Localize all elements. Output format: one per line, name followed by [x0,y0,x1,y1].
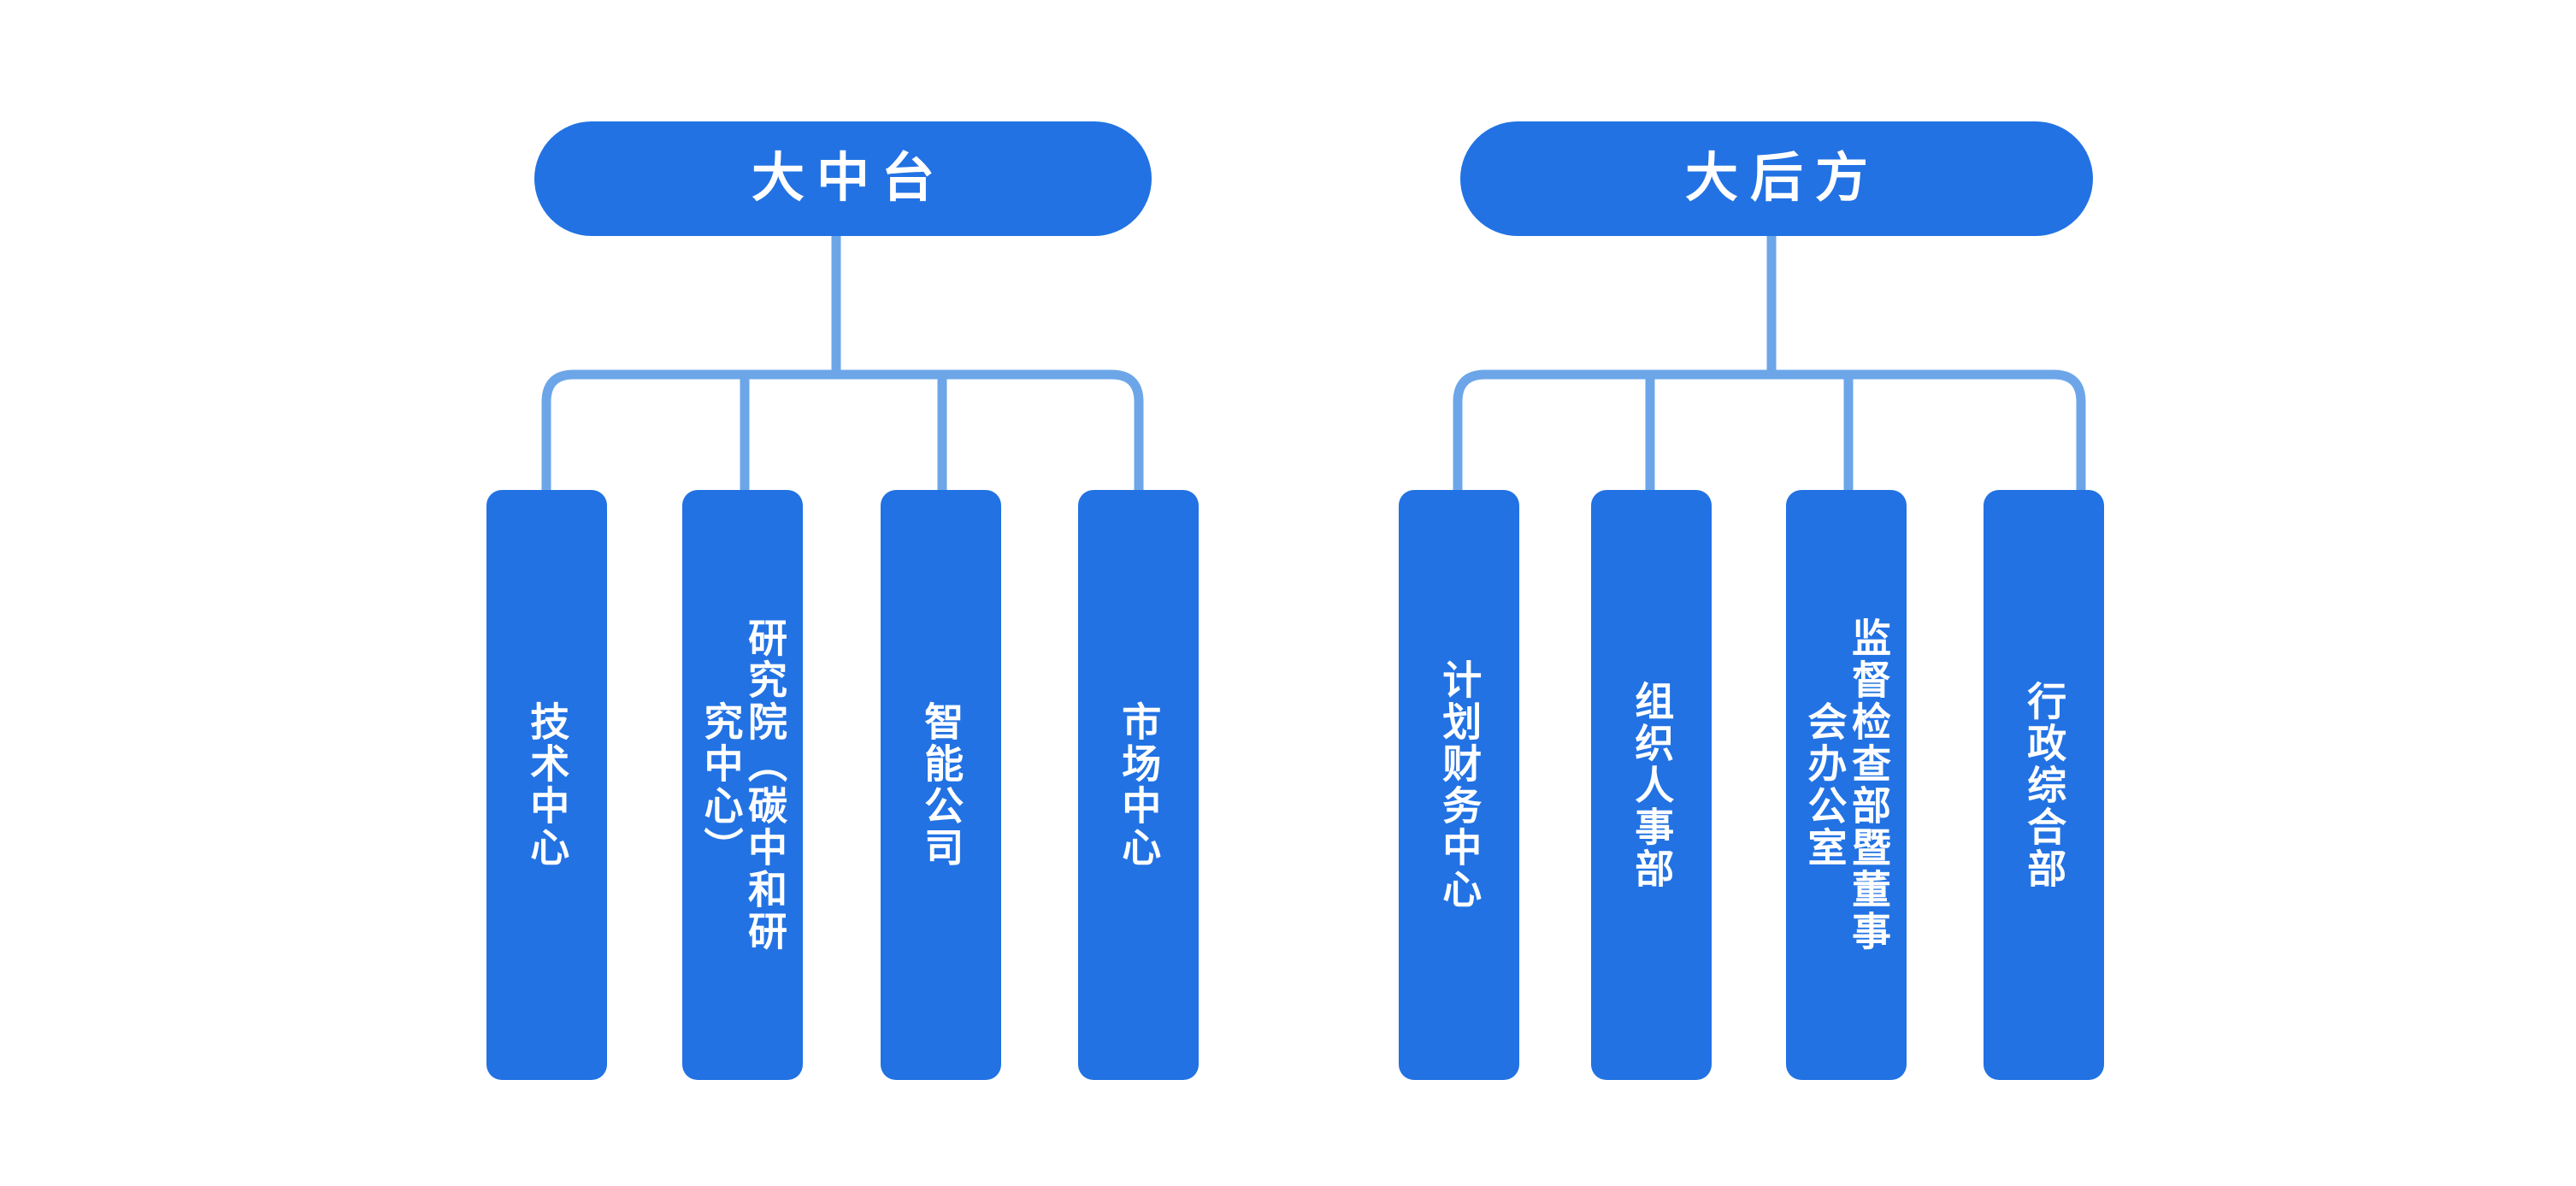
node-intelligent-company[interactable]: 智能公司 [881,490,1001,1080]
group-header-rear-support[interactable]: 大后方 [1460,121,2093,236]
group-header-label: 大中台 [751,149,946,208]
group-header-mid-platform[interactable]: 大中台 [534,121,1152,236]
node-label: 技术中心 [525,701,570,869]
node-label: 组织人事部 [1630,680,1675,890]
node-label: 行政综合部 [2022,680,2067,890]
node-label: 监督检查部暨董事会办公室 [1802,617,1892,953]
node-research-institute[interactable]: 研究院（碳中和研究中心） [682,490,803,1080]
node-label: 研究院（碳中和研究中心） [699,617,788,953]
connector-bus-group-2 [1453,369,2086,490]
node-market-center[interactable]: 市场中心 [1078,490,1199,1080]
node-finance-center[interactable]: 计划财务中心 [1399,490,1519,1080]
node-label: 市场中心 [1117,701,1162,869]
node-tech-center[interactable]: 技术中心 [486,490,607,1080]
node-supervision-department[interactable]: 监督检查部暨董事会办公室 [1786,490,1907,1080]
group-header-label: 大后方 [1684,149,1880,208]
node-admin-department[interactable]: 行政综合部 [1984,490,2104,1080]
node-hr-department[interactable]: 组织人事部 [1591,490,1712,1080]
connector-bus-group-1 [541,369,1144,490]
node-label: 智能公司 [919,701,964,869]
node-label: 计划财务中心 [1437,659,1483,911]
